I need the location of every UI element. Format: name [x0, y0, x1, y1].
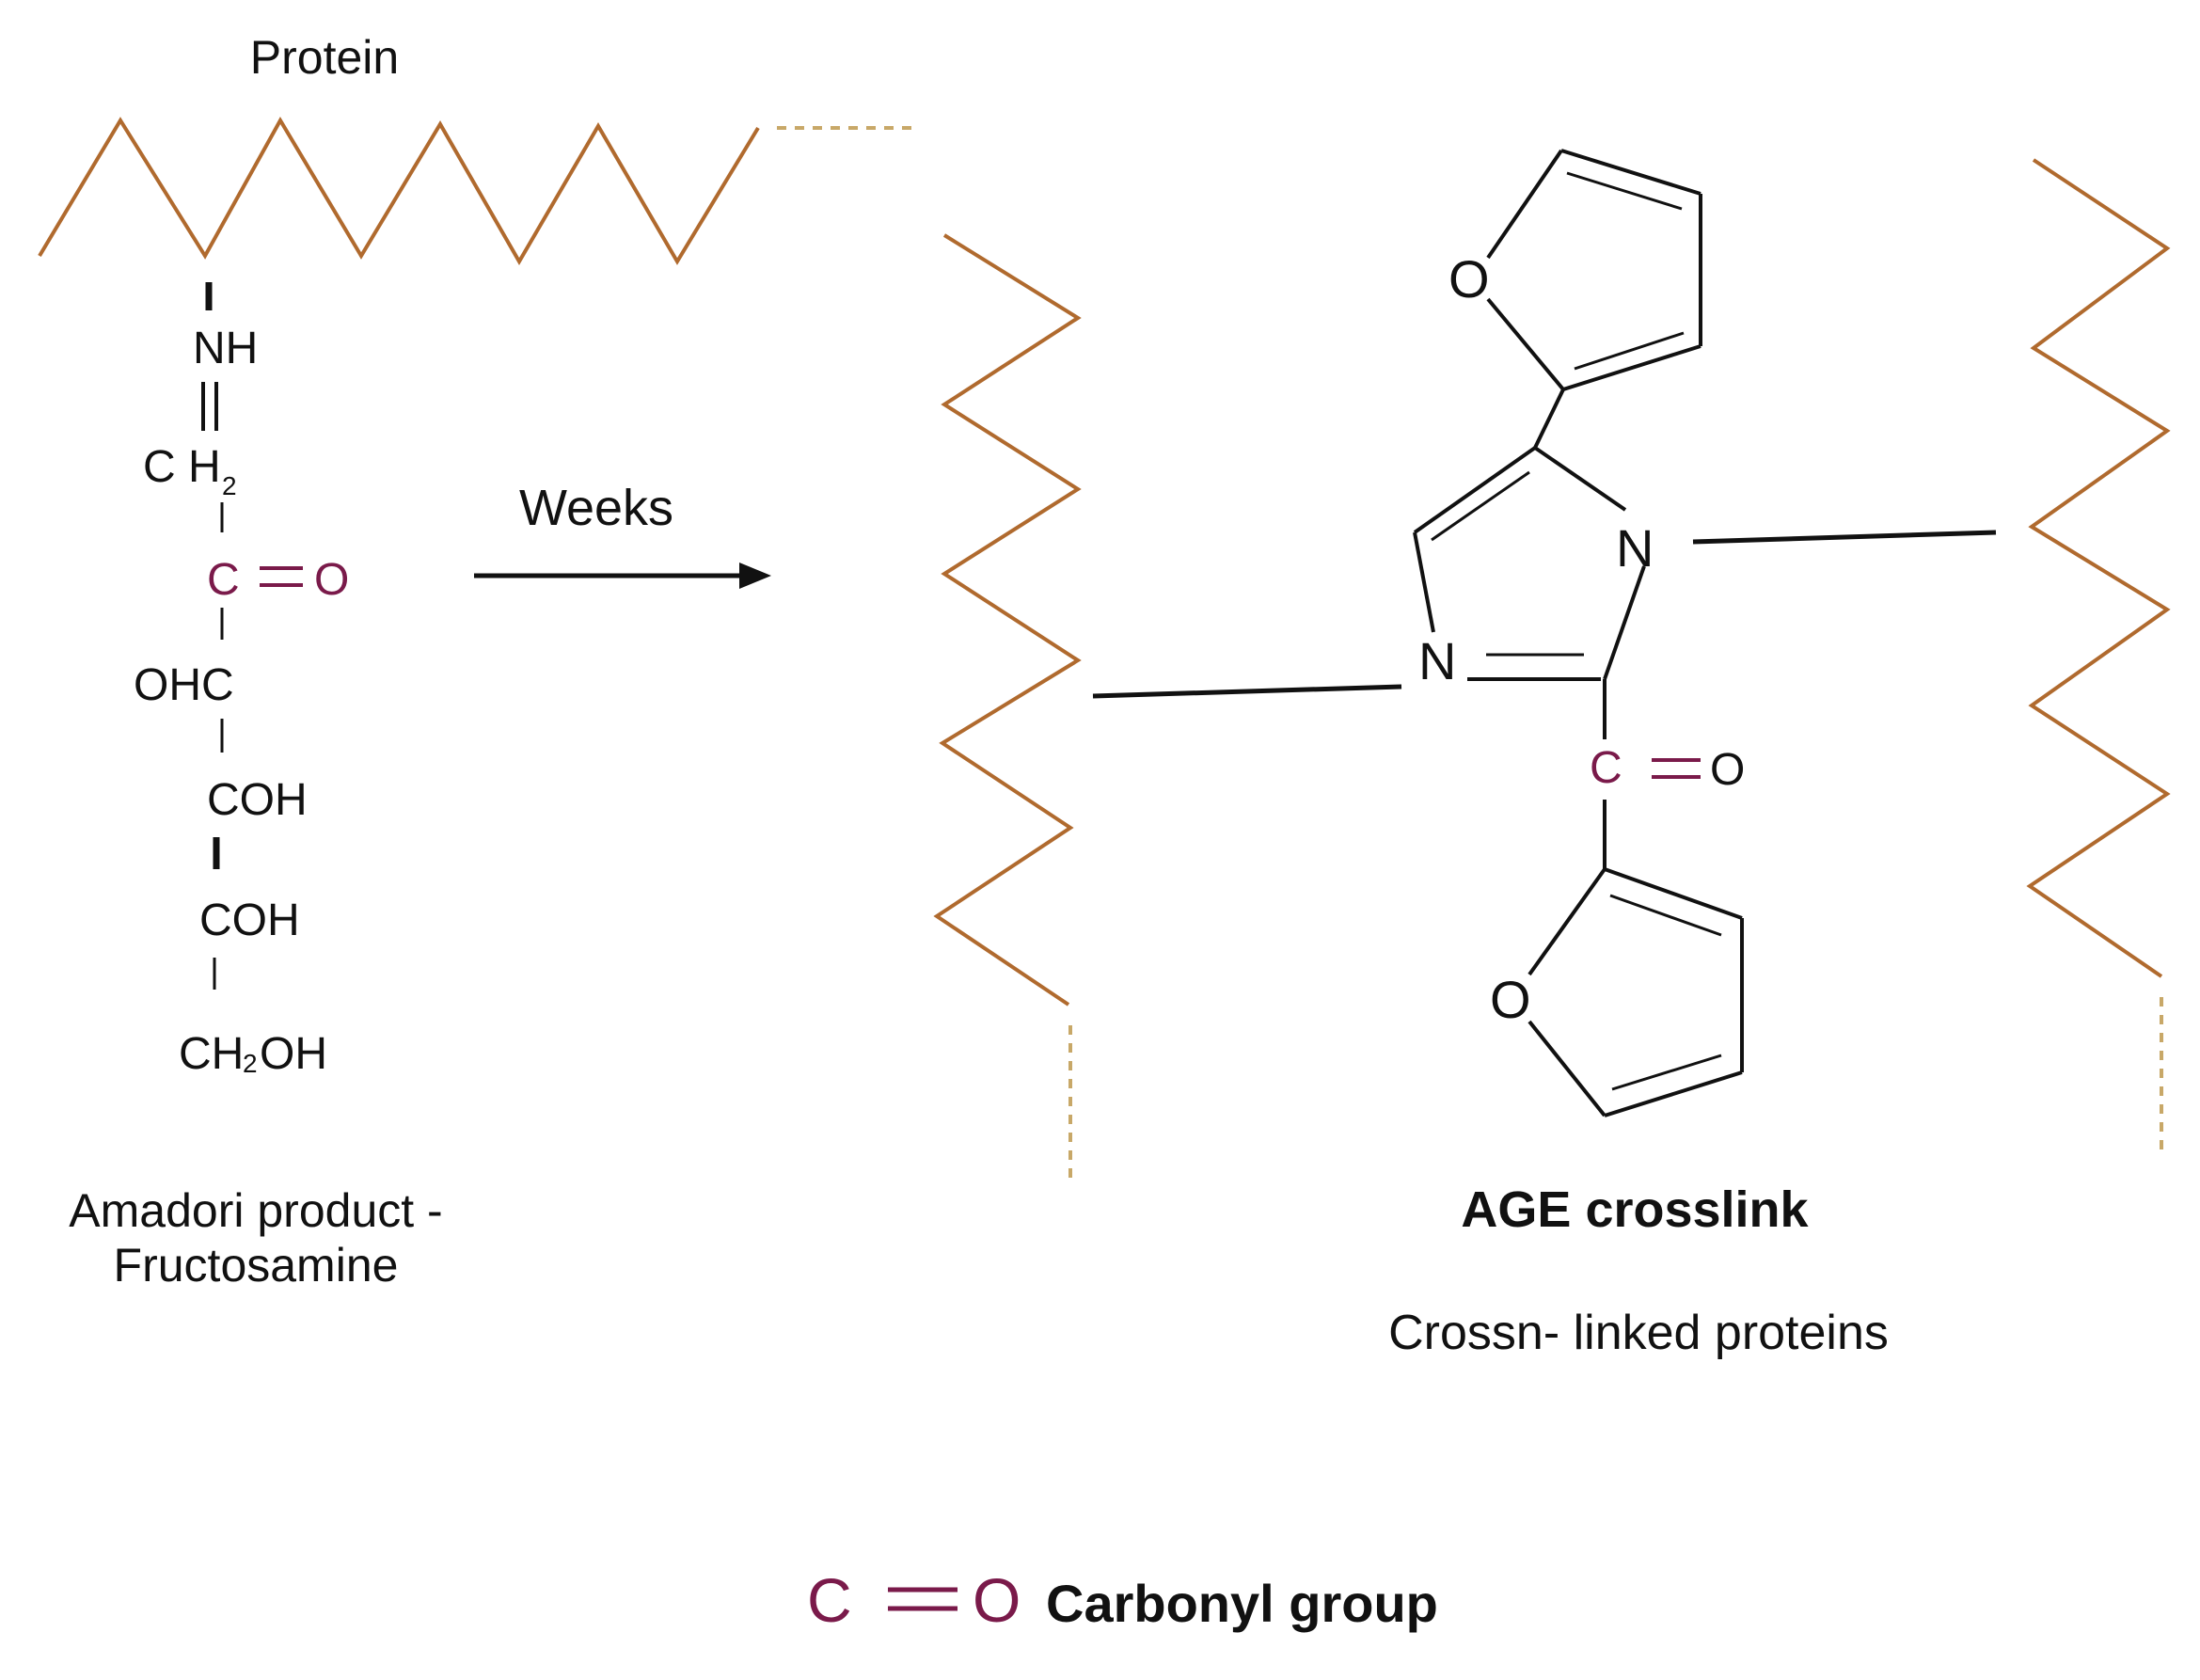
furan-bottom-o: O: [1490, 970, 1531, 1029]
ch2oh-ch: CH: [179, 1029, 244, 1079]
furan-ring-bottom: O: [1490, 867, 1744, 1117]
age-crosslink-subtitle: Crossn- linked proteins: [1388, 1306, 1889, 1360]
ring-bond-top-left-inner: [1431, 470, 1530, 542]
ch2oh-oh: OH: [260, 1029, 327, 1079]
furan-top-bond-5: [1486, 297, 1565, 391]
furan-top-o: O: [1448, 249, 1490, 309]
imidazole-ring: N N: [1413, 446, 1654, 690]
bond-ring-to-furan-top: [1533, 388, 1565, 449]
reaction-arrow-head: [739, 563, 771, 589]
ring-bond-top-right: [1533, 446, 1627, 512]
legend-o: O: [973, 1565, 1021, 1635]
legend-carbonyl: C O Carbonyl group: [807, 1565, 1438, 1635]
ohc-label: OHC: [134, 660, 234, 710]
ring-bond-top-left: [1413, 446, 1537, 534]
bond-n-to-right-chain: [1692, 530, 1997, 545]
bond-left-chain-to-n: [1092, 684, 1402, 699]
carbonyl-o-right: O: [1710, 745, 1745, 795]
furan-bottom-bond-4: [1527, 1020, 1606, 1117]
carbonyl-c-right: C: [1590, 743, 1622, 793]
ring-n-left: N: [1418, 631, 1456, 690]
arrow-label: Weeks: [519, 480, 673, 536]
coh-label-2: COH: [199, 895, 300, 945]
protein-chain-left: [933, 233, 1082, 1006]
furan-bottom-bond-5: [1527, 867, 1606, 976]
amadori-caption-line2: Fructosamine: [114, 1239, 399, 1292]
ring-n-right: N: [1616, 518, 1654, 578]
legend-c: C: [807, 1565, 852, 1635]
ch2-c: C: [143, 442, 176, 492]
furan-bottom-bond-1: [1604, 867, 1743, 920]
age-crosslink-title: AGE crosslink: [1461, 1181, 1809, 1238]
ch2oh-subscript: 2: [243, 1049, 258, 1078]
furan-top-bond-4: [1486, 149, 1563, 260]
legend-label: Carbonyl group: [1046, 1574, 1438, 1633]
furan-bottom-bond-3-inner: [1611, 1054, 1722, 1091]
carbonyl-c-left: C: [207, 555, 240, 605]
protein-label: Protein: [250, 31, 399, 84]
coh-label-1: COH: [207, 775, 308, 825]
protein-chain-right: [2026, 158, 2171, 978]
furan-ring-top: O: [1448, 149, 1702, 449]
furan-top-bond-1-inner: [1574, 331, 1685, 371]
furan-bottom-bond-3: [1604, 1070, 1743, 1117]
ring-bond-left: [1413, 531, 1435, 633]
ch2-h: H: [188, 442, 221, 492]
ch2-subscript: 2: [222, 471, 237, 500]
amadori-caption-line1: Amadori product -: [69, 1184, 442, 1237]
furan-top-bond-3-inner: [1566, 171, 1683, 211]
ring-bond-right: [1603, 565, 1646, 680]
protein-chain-top: [38, 116, 760, 265]
nh-label: NH: [193, 324, 258, 373]
furan-top-bond-3: [1560, 149, 1701, 196]
furan-bottom-bond-1-inner: [1609, 894, 1722, 937]
carbonyl-o-left: O: [314, 555, 349, 605]
furan-top-bond-1: [1562, 344, 1701, 391]
